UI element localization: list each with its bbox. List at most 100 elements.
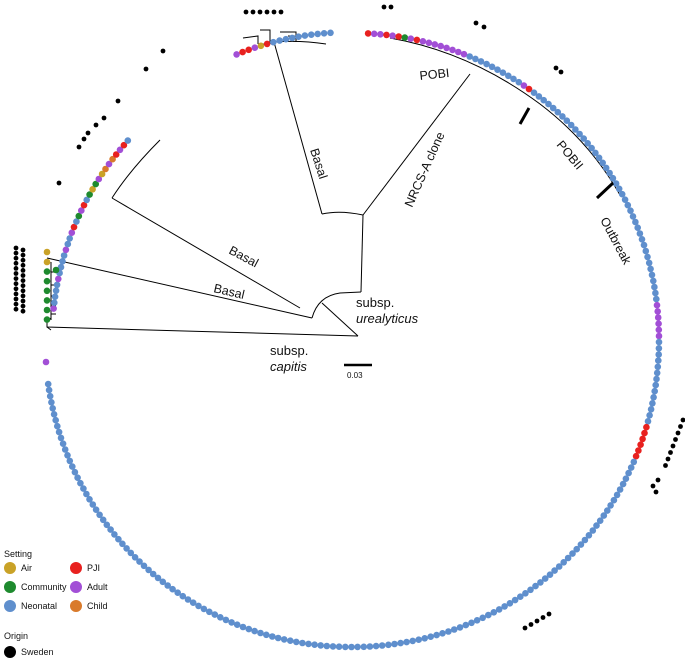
branch-basal-lower: [46, 257, 313, 319]
tip-dot: [653, 295, 660, 303]
tip-dot: [613, 491, 621, 499]
tip-dot: [124, 137, 132, 144]
tip-dot: [50, 411, 58, 418]
tip-dot: [495, 606, 503, 613]
tip-dot: [551, 567, 558, 574]
tip-dot: [383, 31, 390, 39]
tip-dot: [466, 53, 474, 60]
tip-dot: [274, 634, 282, 642]
tip-dot: [494, 66, 501, 73]
tip-dot: [348, 643, 355, 651]
tip-dot: [433, 631, 440, 639]
tip-dot: [612, 180, 620, 187]
sweden-dot: [13, 306, 19, 312]
sweden-dot: [670, 443, 676, 449]
tip-dot: [621, 196, 629, 203]
tip-dot: [366, 643, 374, 650]
tip-dot: [456, 624, 464, 631]
tip-dot: [581, 536, 589, 544]
sweden-dot: [76, 144, 82, 150]
tip-dot: [554, 108, 562, 116]
tip-dot: [239, 48, 246, 56]
tip-dot: [653, 375, 660, 383]
sweden-dot: [13, 260, 19, 266]
sweden-dot: [558, 69, 564, 75]
tip-dot: [517, 593, 524, 600]
tip-dot: [576, 130, 583, 138]
tip-dot: [102, 165, 109, 173]
tip-dot: [282, 35, 290, 43]
sweden-dot: [160, 48, 166, 54]
tip-dot: [654, 314, 662, 321]
tip-dot: [43, 287, 51, 295]
tip-dot: [89, 186, 96, 193]
sweden-dot: [56, 180, 62, 186]
tip-dot: [652, 289, 659, 297]
branch-root-urealyticus: [321, 302, 359, 337]
tip-dot: [257, 629, 264, 637]
scale-bar: 0.03: [344, 363, 372, 380]
tip-dot: [378, 642, 386, 649]
tip-dot: [540, 96, 547, 104]
tip-dot: [57, 263, 65, 271]
legend-label-pji: PJI: [87, 563, 101, 573]
tip-dot: [74, 474, 81, 482]
tip-dot: [263, 631, 270, 639]
sweden-dot: [20, 268, 26, 273]
sweden-swatch: [4, 646, 16, 658]
sweden-dot: [388, 4, 394, 10]
sweden-dot: [665, 456, 671, 462]
tip-dot: [71, 468, 79, 476]
sweden-dot: [534, 618, 540, 624]
tip-dot: [43, 268, 51, 275]
sweden-dot: [546, 611, 552, 617]
tip-dot: [68, 229, 76, 236]
sweden-dot: [20, 278, 26, 283]
sweden-dot: [381, 4, 387, 10]
sweden-dot: [243, 9, 249, 15]
tip-dot: [567, 121, 575, 129]
tip-dot: [646, 412, 653, 419]
tip-dot: [473, 617, 481, 624]
tip-dot: [206, 608, 213, 616]
tip-dot: [415, 636, 423, 643]
tip-dot: [116, 146, 124, 154]
tip-dot: [354, 643, 361, 651]
tip-dot: [195, 602, 202, 610]
tip-dot: [407, 35, 415, 42]
tip-dot: [634, 224, 641, 231]
clade-labels: POBI NRCS-A clone POBII Outbreak Basal B…: [212, 66, 634, 374]
tip-dot: [55, 275, 62, 283]
tip-dot: [43, 258, 51, 266]
branch-nrcs-clone: [362, 73, 471, 216]
sweden-dot: [528, 622, 534, 627]
tip-dot: [632, 218, 639, 226]
sweden-dot: [481, 24, 487, 30]
legend-item-neonatal: Neonatal: [4, 600, 57, 612]
tip-dot: [80, 485, 87, 492]
tip-dot: [276, 37, 283, 44]
tip-dot: [370, 30, 378, 38]
tip-dot: [372, 642, 380, 650]
tip-dot: [391, 640, 398, 648]
sweden-dot: [20, 273, 26, 278]
branch-root-capitis: [46, 321, 359, 337]
tip-dot: [327, 29, 334, 37]
tip-dot: [589, 527, 597, 534]
tip-dot: [485, 611, 492, 619]
tip-dot: [245, 46, 252, 54]
branch-basal-top: [273, 41, 323, 215]
sweden-dot: [13, 245, 19, 251]
tip-dot: [655, 345, 663, 352]
tip-dot: [563, 117, 571, 124]
tip-dot: [522, 590, 529, 597]
tip-dot: [46, 392, 54, 400]
tip-dot: [251, 627, 258, 635]
tip-dot: [455, 48, 462, 56]
tip-dot: [233, 51, 240, 58]
tip-dot: [479, 614, 487, 622]
legend-origin-title: Origin: [4, 631, 29, 641]
legend-label-community: Community: [21, 582, 67, 592]
tip-dot: [488, 63, 496, 71]
